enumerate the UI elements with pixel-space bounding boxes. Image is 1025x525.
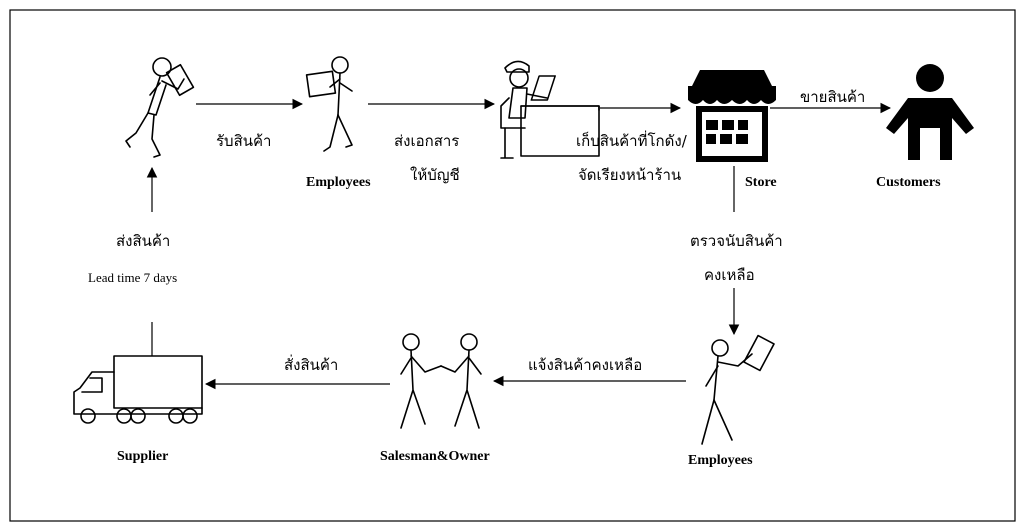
label-store: Store (745, 175, 777, 190)
label-lead-time: Lead time 7 days (88, 270, 177, 285)
label-check-stock-line1: ตรวจนับสินค้า (690, 232, 783, 250)
person-carrying-box-icon (125, 57, 195, 158)
label-send-docs-line1: ส่งเอกสาร (394, 132, 459, 150)
person-silhouette-icon (886, 64, 974, 160)
person-carrying-box-icon (305, 56, 353, 152)
label-customers: Customers (876, 175, 941, 190)
handshake-people-icon (400, 333, 482, 429)
person-with-clipboard-icon (701, 334, 775, 445)
diagram-frame (9, 9, 1016, 522)
label-supplier: Supplier (117, 449, 168, 464)
storefront-icon (688, 70, 776, 162)
label-send-docs-line2: ให้บัญชี (410, 166, 460, 184)
label-employees-top: Employees (306, 175, 371, 190)
label-employees-bottom: Employees (688, 453, 753, 468)
label-receive-goods: รับสินค้า (216, 132, 271, 150)
label-ship-goods: ส่งสินค้า (116, 232, 170, 250)
label-check-stock-line2: คงเหลือ (704, 266, 755, 284)
label-sell-goods: ขายสินค้า (800, 88, 865, 106)
label-order-goods: สั่งสินค้า (284, 354, 338, 374)
label-report-stock: แจ้งสินค้าคงเหลือ (528, 356, 642, 374)
label-store-goods-line2: จัดเรียงหน้าร้าน (578, 166, 681, 184)
truck-icon (73, 355, 203, 424)
label-store-goods-line1: เก็บสินค้าที่โกดัง/ (576, 130, 688, 150)
person-at-desk-icon (500, 60, 600, 159)
label-salesman-owner: Salesman&Owner (380, 449, 490, 464)
